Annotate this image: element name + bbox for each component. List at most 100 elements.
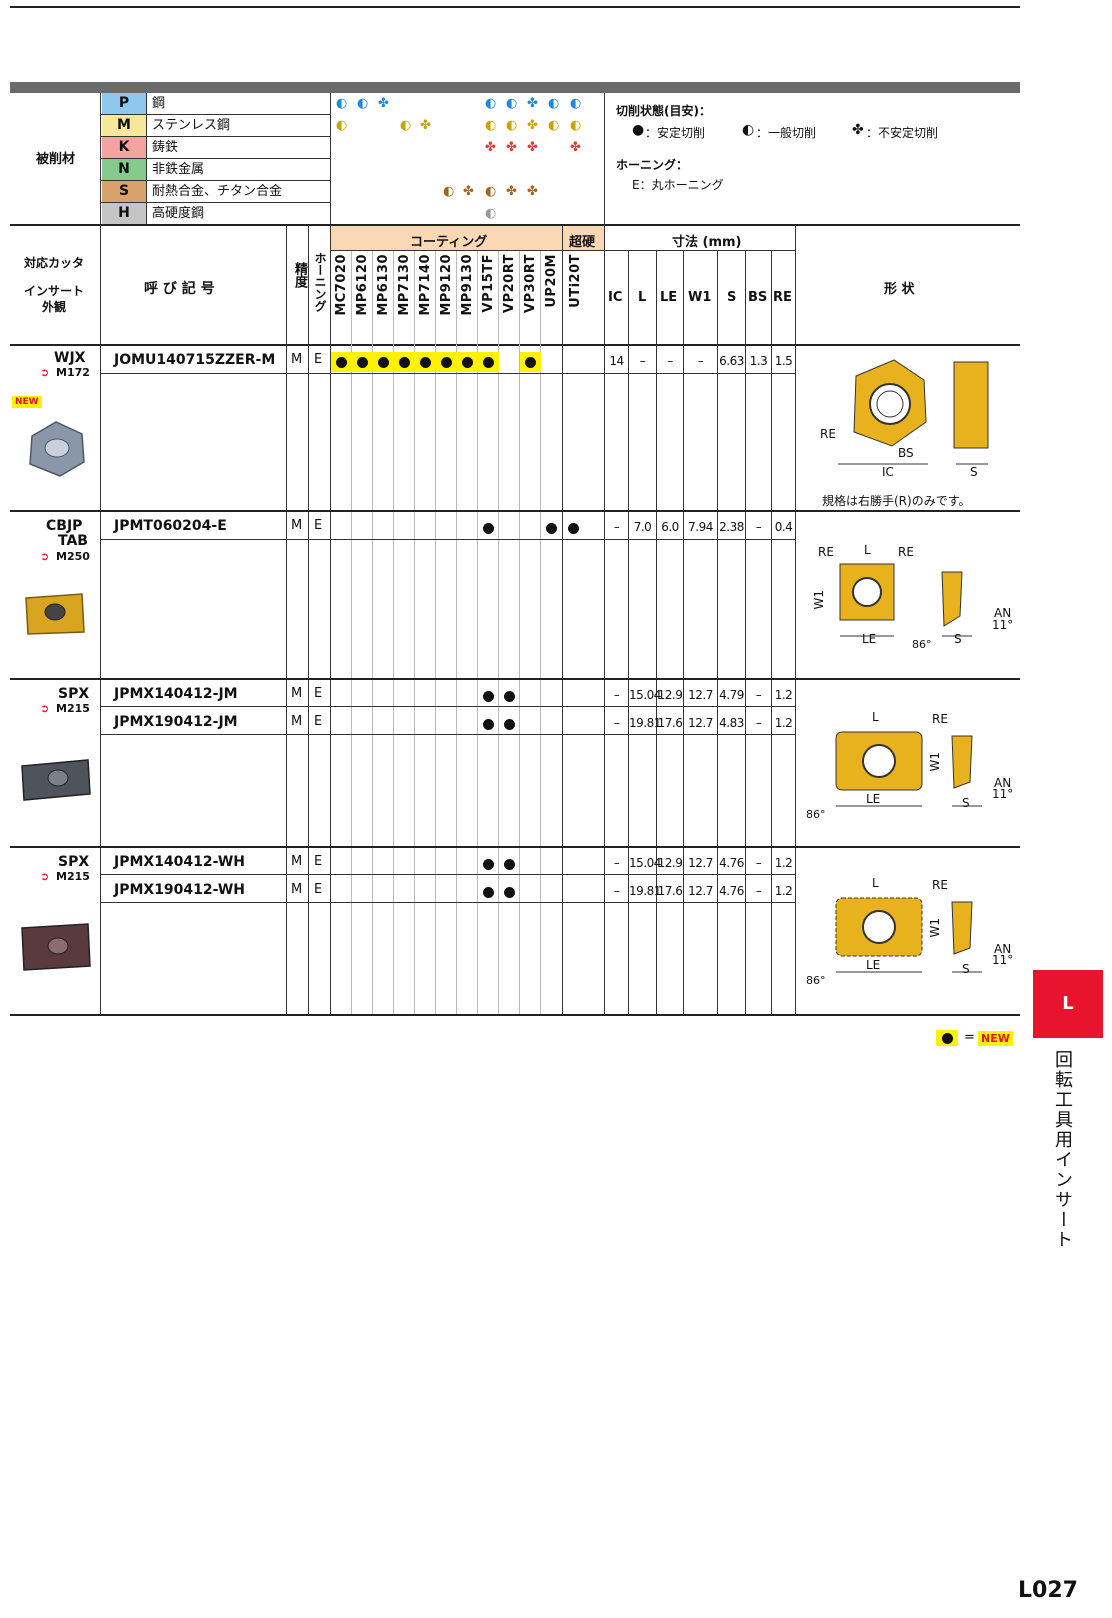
stock-dot — [504, 887, 515, 898]
material-name-m: ステンレス鋼 — [152, 118, 231, 133]
general-cut-icon: ◐ — [336, 118, 348, 133]
diagram-label-s: S — [962, 796, 970, 810]
diagram-label-re: RE — [898, 545, 914, 559]
dim-l: 7.0 — [633, 520, 652, 534]
dim-bs: 1.3 — [749, 354, 768, 368]
diagram-label-s: S — [962, 962, 970, 976]
dim-le: 12.9 — [657, 688, 683, 702]
diagram-label-re: RE — [820, 427, 836, 441]
cutter-name: SPX — [58, 686, 90, 702]
grade-mp9120: MP9120 — [439, 254, 454, 316]
designation: JPMX190412-WH — [114, 882, 245, 898]
general-cut-icon: ◐ — [485, 118, 497, 133]
cutter-ref[interactable]: M172 — [56, 366, 90, 379]
header-band — [10, 82, 1020, 93]
diagram-label-ic: IC — [882, 465, 894, 479]
cutter-ref[interactable]: M215 — [56, 870, 90, 883]
dim-s: 6.63 — [719, 354, 744, 368]
header-coating: コーティング — [410, 235, 488, 250]
precision: M — [291, 882, 303, 897]
shape-diagram-spx-jm — [835, 731, 982, 807]
arrow-icon: ➲ — [40, 870, 50, 883]
grade-mp6130: MP6130 — [376, 254, 391, 316]
stock-dot — [483, 523, 494, 534]
diagram-label-w1: W1 — [928, 752, 942, 772]
material-code-h: H — [102, 203, 146, 224]
diagram-label-11: 11° — [992, 953, 1014, 967]
page-number: L027 — [1018, 1578, 1078, 1603]
precision: M — [291, 352, 303, 367]
material-code-k: K — [102, 137, 146, 158]
new-legend-badge: NEW — [978, 1031, 1013, 1046]
unstable-cut-icon: ✤ — [506, 140, 517, 155]
arrow-icon: ➲ — [40, 702, 50, 715]
dim-s: 4.79 — [719, 688, 744, 702]
general-cut-icon: ◐ — [485, 96, 497, 111]
general-cut-icon: ◐ — [570, 118, 582, 133]
diagram-label-86: 86° — [806, 974, 826, 987]
grade-vp15tf: VP15TF — [481, 254, 496, 313]
dim-w1: – — [697, 354, 704, 368]
stock-dot — [399, 357, 410, 368]
dim-header-s: S — [727, 290, 737, 305]
dim-header-re: RE — [773, 290, 792, 305]
dim-re: 1.2 — [774, 884, 793, 898]
legend-honing-title: ホーニング： — [616, 158, 689, 172]
shape-diagram-cbjp — [839, 563, 972, 637]
insert-photo-spx-jm — [21, 759, 91, 801]
dim-l: 15.04 — [629, 856, 661, 870]
general-cut-icon: ◐ — [336, 96, 348, 111]
general-cut-icon: ◐ — [443, 184, 455, 199]
diagram-label-le: LE — [862, 632, 877, 646]
dim-re: 1.2 — [774, 856, 793, 870]
unstable-cut-icon: ✤ — [852, 122, 864, 138]
unstable-cut-icon: ✤ — [506, 184, 517, 199]
dim-re: 0.4 — [774, 520, 793, 534]
dim-l: 19.81 — [629, 884, 661, 898]
dim-w1: 12.7 — [688, 884, 713, 898]
dim-bs: – — [755, 688, 762, 702]
diagram-label-s: S — [954, 632, 962, 646]
cutter-ref[interactable]: M215 — [56, 702, 90, 715]
section-tab[interactable]: L — [1033, 970, 1103, 1038]
dim-ic: – — [613, 520, 620, 534]
general-cut-icon: ◐ — [400, 118, 412, 133]
diagram-label-re: RE — [932, 712, 948, 726]
diagram-label-re: RE — [932, 878, 948, 892]
dim-ic: – — [613, 856, 620, 870]
grade-mp7140: MP7140 — [418, 254, 433, 316]
dim-ic: 14 — [609, 354, 624, 368]
designation: JOMU140715ZZER-M — [114, 352, 276, 368]
diagram-label-l: L — [864, 543, 871, 557]
grade-mp9130: MP9130 — [460, 254, 475, 316]
new-highlight — [331, 352, 499, 372]
stock-dot — [420, 357, 431, 368]
honing: E — [314, 882, 323, 897]
diagram-label-11: 11° — [992, 787, 1014, 801]
stock-dot — [483, 357, 494, 368]
diagram-label-s: S — [970, 465, 978, 479]
arrow-icon: ➲ — [40, 550, 50, 563]
diagram-label-w1: W1 — [812, 590, 826, 610]
grade-vp30rt: VP30RT — [523, 254, 538, 313]
grade-mp7130: MP7130 — [397, 254, 412, 316]
grade-up20m: UP20M — [544, 254, 559, 308]
arrow-icon: ➲ — [40, 366, 50, 379]
header-insert-view2: 外観 — [42, 300, 67, 314]
dim-w1: 12.7 — [688, 856, 713, 870]
honing: E — [314, 518, 323, 533]
unstable-cut-icon: ✤ — [378, 96, 389, 111]
legend-cut-state-title: 切削状態(目安)： — [616, 104, 711, 118]
diagram-label-le: LE — [866, 792, 881, 806]
dim-le: 17.6 — [657, 716, 683, 730]
general-cut-icon: ◐ — [506, 96, 518, 111]
stock-dot — [942, 1033, 953, 1044]
dim-ic: – — [613, 688, 620, 702]
insert-photo-cbjp — [25, 593, 85, 635]
grade-mp6120: MP6120 — [355, 254, 370, 316]
dim-re: 1.2 — [774, 688, 793, 702]
carbide-band — [563, 226, 604, 250]
unstable-cut-icon: ✤ — [570, 140, 581, 155]
designation: JPMX190412-JM — [114, 714, 238, 730]
cutter-ref[interactable]: M250 — [56, 550, 90, 563]
